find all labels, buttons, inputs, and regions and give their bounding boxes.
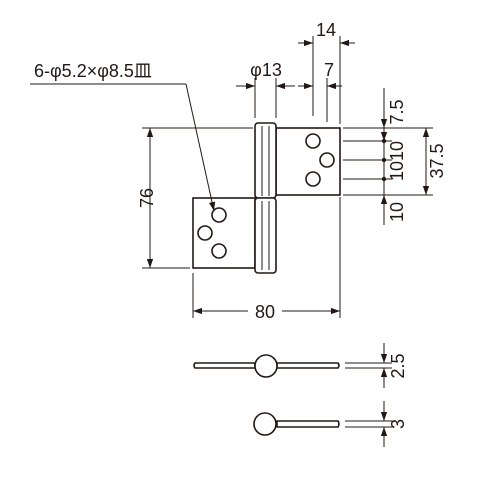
dim-knuckle-diameter-text: φ13 [250,60,282,80]
dim-overall-height: 76 [137,127,253,269]
dim-overall-length-text: 80 [255,302,275,322]
mounting-hole [211,207,227,223]
dim-upper-leaf-depth: 14 [298,20,355,124]
side-view-a: 2.5 [193,343,408,388]
dim-hole-pitch-a-text: 10 [387,141,407,161]
dim-hole-column-offset: 7 [298,60,342,122]
dim-right-chain: 7.5 10 10 10 37.5 [343,88,447,225]
dim-hole-column-offset-text: 7 [324,60,334,80]
knuckle-lower [254,197,277,274]
mounting-hole [305,171,321,187]
dim-upper-leaf-depth-text: 14 [316,20,336,40]
mounting-hole [197,225,213,241]
hole-callout: 6-φ5.2×φ8.5皿 [30,61,216,212]
dim-hole-pitch-b-text: 10 [387,161,407,181]
dim-thickness-a-text: 2.5 [388,353,408,378]
dim-overall-length: 80 [192,197,341,322]
dim-top-hole-offset-text: 7.5 [387,99,407,124]
dim-bottom-offset-text: 10 [387,202,407,222]
dim-leaf-height-text: 37.5 [427,143,447,178]
dim-knuckle-diameter: φ13 [236,60,295,118]
dim-thickness-b-text: 3 [388,419,408,429]
mounting-hole [211,243,227,259]
side-view-b: 3 [253,401,408,447]
mounting-hole [319,152,335,168]
dim-overall-height-text: 76 [137,188,157,208]
knuckle-upper [254,122,277,199]
hinge-front-view [192,122,341,274]
hole-callout-text: 6-φ5.2×φ8.5皿 [34,61,152,81]
mounting-hole [305,133,321,149]
